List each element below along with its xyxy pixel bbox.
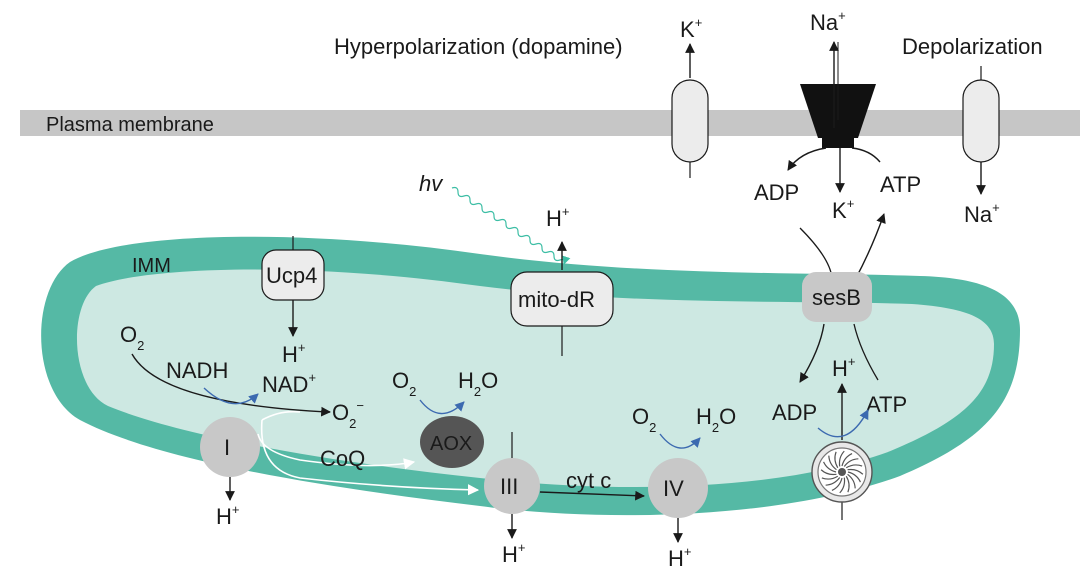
k-in-label: K+ [832,196,854,223]
imm-label: IMM [132,255,171,277]
hv-label: hv [419,171,444,196]
o2-complex4-label: O2 [632,404,656,435]
h2o-aox-label: H2O [458,368,498,399]
na-k-pump: Na+ K+ ADP ATP [754,8,921,223]
superoxide-label: O2− [332,398,364,431]
atpsynth-h-label: H+ [832,354,855,381]
sesb-label: sesB [812,285,861,310]
na-channel: Na+ [962,66,1000,227]
adp-cyto-label: ADP [754,180,799,205]
na-out-label: Na+ [810,8,846,35]
complex-i-label: I [224,435,230,460]
hyperpolarization-label: Hyperpolarization (dopamine) [334,34,623,59]
atp-synthase-rotor-icon [820,450,864,494]
atp-matrix-label: ATP [866,392,907,417]
o2-complex1-label: O2 [120,322,144,353]
h2o-complex4-label: H2O [696,404,736,435]
cyt-c-label: cyt c [566,468,611,493]
light-wavy-arrow [451,186,571,265]
atp-cyto-label: ATP [880,172,921,197]
complex-iii: III H+ [484,432,540,567]
complex-i: I H+ [200,417,260,529]
sesb-protein: sesB [802,272,872,322]
coq-label: CoQ [320,446,365,471]
complex-i-h-label: H+ [216,502,239,529]
o2-aox-label: O2 [392,368,416,399]
complex-iii-h-label: H+ [502,540,525,567]
atp-synthase [811,441,873,520]
ucp4-h-label: H+ [282,340,305,367]
mitochondrion-matrix [76,269,994,488]
adp-matrix-label: ADP [772,400,817,425]
plasma-membrane [20,110,1080,136]
na-in-label: Na+ [964,200,1000,227]
k-channel: K+ [671,15,709,178]
mito-dr-label: mito-dR [518,287,595,312]
ucp4-protein: Ucp4 H+ [261,236,325,367]
complex-iv-h-label: H+ [668,544,691,571]
mito-dr-h-label: H+ [546,204,569,231]
nad-label: NAD+ [262,370,316,397]
plasma-membrane-label: Plasma membrane [46,114,214,136]
aox-label: AOX [430,433,472,455]
depolarization-label: Depolarization [902,34,1043,59]
complex-iv: IV H+ [648,458,708,571]
ucp4-label: Ucp4 [266,263,317,288]
complex-iv-label: IV [663,476,684,501]
k-out-label: K+ [680,15,702,42]
nadh-label: NADH [166,358,228,383]
complex-iii-label: III [500,474,518,499]
aox-enzyme: AOX [420,416,484,468]
mito-dr-protein: H+ mito-dR [510,204,614,356]
